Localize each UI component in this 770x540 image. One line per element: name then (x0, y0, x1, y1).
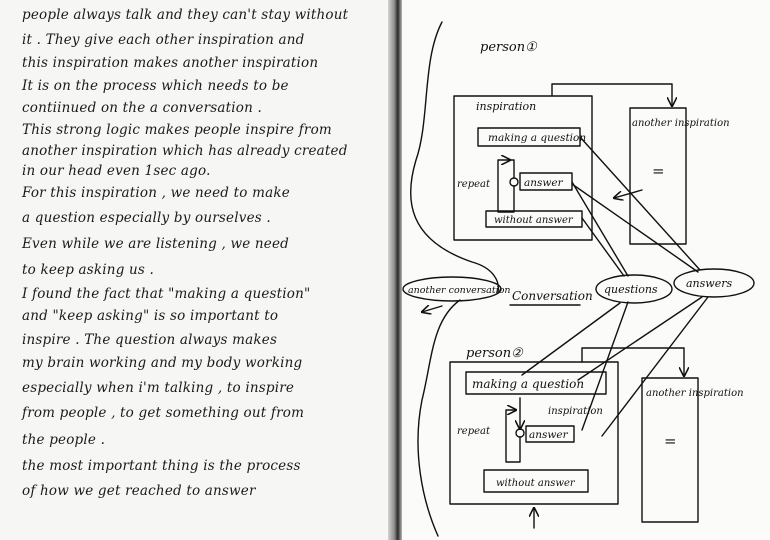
equals-sign-2: = (664, 432, 677, 450)
link-line (601, 296, 709, 437)
person-two-label: person② (466, 346, 524, 361)
questions-oval (595, 274, 673, 304)
note-line: my brain working and my body working (22, 355, 303, 371)
making-question-label: making a question (488, 132, 586, 144)
note-line: and "keep asking" is so important to (22, 308, 279, 324)
inspiration-label-2: inspiration (548, 406, 603, 417)
making-question-box-2 (465, 371, 607, 395)
person-one-label: person① (480, 40, 538, 55)
another-conversation-arrow (422, 306, 443, 312)
inspiration-diagram: person① inspiration making a question re… (402, 21, 755, 537)
answer-label: answer (524, 177, 564, 189)
link-line (577, 296, 703, 381)
book-gutter (388, 0, 402, 540)
note-line: of how we get reached to answer (22, 483, 256, 499)
note-line: a question especially by ourselves . (22, 210, 271, 226)
answer-box-2 (525, 425, 575, 443)
to-another-inspiration-arrow-2 (581, 347, 684, 376)
person-two-box (449, 361, 619, 505)
note-line: the people . (22, 432, 106, 448)
repeat-node (509, 177, 519, 187)
note-line: inspire . The question always makes (22, 332, 278, 348)
conversation-label: Conversation (512, 289, 593, 303)
arrow-left (614, 189, 643, 198)
loop-back-arrow (497, 160, 515, 213)
link-line (579, 136, 701, 271)
without-answer-box-2 (483, 469, 589, 493)
loop-down (507, 159, 515, 179)
link-line (571, 183, 699, 273)
note-line: especially when i'm talking , to inspire (22, 380, 295, 396)
note-line: it . They give each other inspiration an… (22, 32, 305, 48)
answers-oval (673, 268, 755, 298)
note-line: this inspiration makes another inspirati… (22, 55, 319, 71)
another-conversation-label: another conversation (408, 285, 511, 296)
link-line (521, 302, 621, 376)
note-line: contiinued on the a conversation . (22, 100, 262, 116)
loop-back-arrow-2 (505, 410, 521, 463)
another-conversation-oval (402, 276, 502, 302)
note-line: I found the fact that "making a question… (22, 286, 311, 302)
link-line (571, 181, 629, 277)
left-page: people always talk and they can't stay w… (0, 0, 388, 540)
note-line: It is on the process which needs to be (22, 78, 289, 94)
another-inspiration-label: another inspiration (632, 118, 730, 129)
without-answer-label-2: without answer (496, 478, 576, 489)
person-two-outline (417, 299, 461, 537)
note-line: in our head even 1sec ago. (22, 163, 211, 179)
repeat-node-2 (515, 428, 525, 438)
note-line: from people , to get something out from (22, 405, 305, 421)
repeat-label: repeat (457, 179, 491, 190)
link-line (581, 301, 629, 431)
without-answer-label: without answer (494, 215, 574, 226)
repeat-label-2: repeat (457, 426, 491, 437)
note-line: For this inspiration , we need to make (22, 185, 290, 201)
link-line (581, 217, 625, 277)
person-one-box (453, 95, 593, 241)
another-inspiration-box-2 (641, 377, 699, 523)
another-inspiration-label-2: another inspiration (646, 388, 744, 399)
inspiration-label: inspiration (476, 100, 536, 113)
answer-label-2: answer (529, 429, 569, 441)
note-line: another inspiration which has already cr… (22, 143, 348, 159)
note-line: This strong logic makes people inspire f… (22, 122, 332, 138)
person-one-outline (410, 21, 500, 293)
note-line: Even while we are listening , we need (22, 236, 289, 252)
equals-sign: = (652, 162, 665, 180)
answers-label: answers (686, 277, 732, 290)
questions-label: questions (604, 283, 658, 296)
note-line: the most important thing is the process (22, 458, 301, 474)
to-another-inspiration-arrow (551, 83, 672, 106)
note-line: people always talk and they can't stay w… (22, 7, 349, 23)
right-page: person① inspiration making a question re… (402, 0, 770, 540)
making-question-label-2: making a question (472, 377, 584, 391)
note-line: to keep asking us . (22, 262, 155, 278)
